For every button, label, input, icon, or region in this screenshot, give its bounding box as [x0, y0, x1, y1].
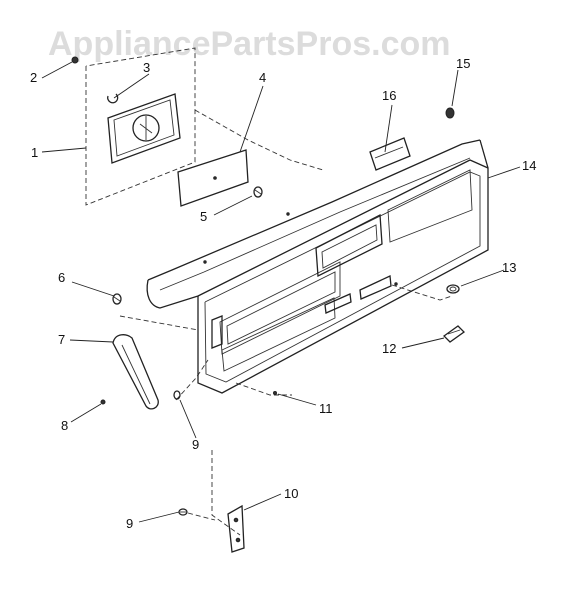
- callout-9-upper: 9: [192, 437, 199, 452]
- part-5-screw: [253, 186, 263, 198]
- callout-4: 4: [259, 70, 266, 85]
- leader-lines: [41, 61, 521, 523]
- part-13-grommet: [446, 284, 460, 294]
- part-7-end-cap: [112, 334, 159, 410]
- part-15-screw: [445, 107, 455, 119]
- callout-8: 8: [61, 418, 68, 433]
- part-12-clip: [442, 325, 466, 343]
- callout-7: 7: [58, 332, 65, 347]
- part-6-screw: [112, 293, 122, 305]
- callout-5: 5: [200, 209, 207, 224]
- callout-2: 2: [30, 70, 37, 85]
- part-8-screw: [100, 399, 106, 405]
- callout-15: 15: [456, 56, 470, 71]
- watermark-text: AppliancePartsPros.com: [48, 25, 450, 63]
- callout-9-lower: 9: [126, 516, 133, 531]
- callout-11: 11: [319, 401, 333, 416]
- part-16-trim-strip: [369, 137, 411, 171]
- part-4-panel-insert: [177, 149, 249, 207]
- part-1-clock-assembly: [71, 47, 196, 206]
- part-9-screw-lower: [178, 508, 188, 516]
- callout-3: 3: [143, 60, 150, 75]
- callout-13: 13: [502, 260, 516, 275]
- callout-14: 14: [522, 158, 536, 173]
- callout-1: 1: [31, 145, 38, 160]
- callout-10: 10: [284, 486, 298, 501]
- callout-16: 16: [382, 88, 396, 103]
- part-10-bracket: [227, 504, 245, 553]
- callout-6: 6: [58, 270, 65, 285]
- part-4-dot: [213, 176, 217, 180]
- callout-12: 12: [382, 341, 396, 356]
- part-9-screw-upper: [173, 390, 181, 400]
- part-14-backguard-panel: [146, 139, 489, 394]
- part-11-screw: [273, 391, 277, 395]
